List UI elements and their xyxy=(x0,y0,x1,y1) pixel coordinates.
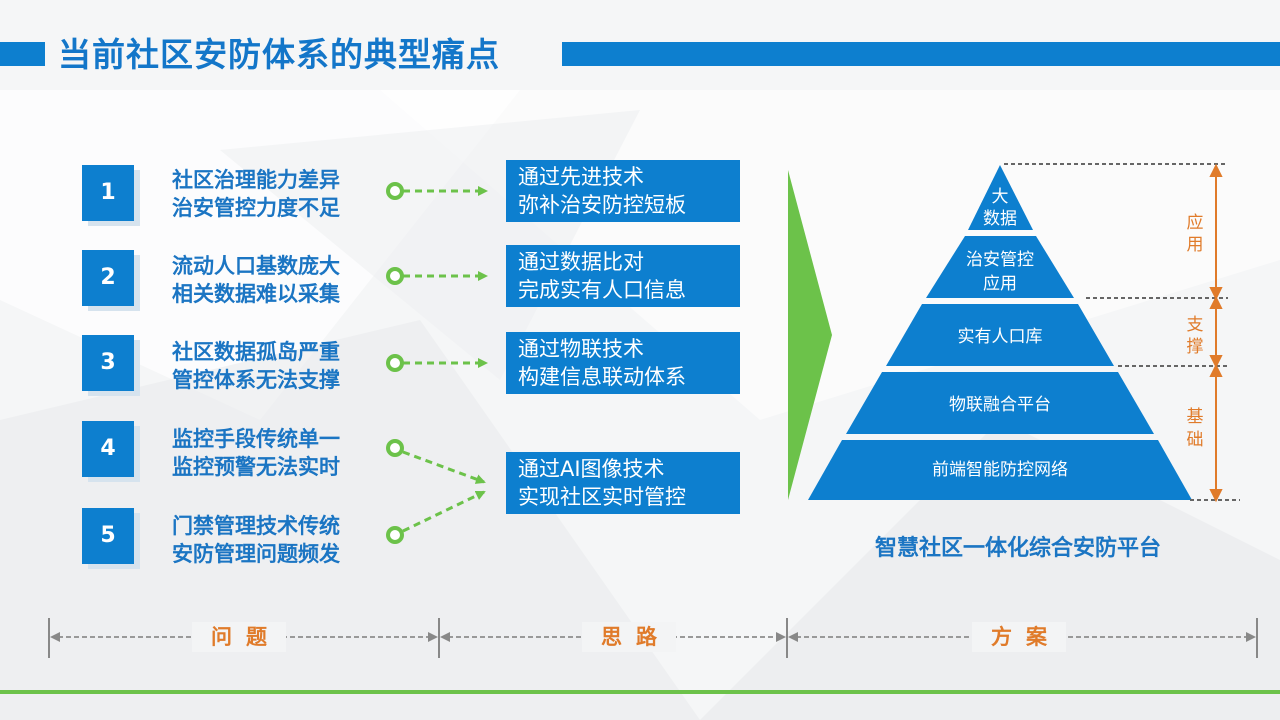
number-badge-3: 3 xyxy=(82,335,134,391)
green-chevron xyxy=(788,170,832,500)
level-3-label: 实有人口库 xyxy=(958,327,1043,347)
problem-5-line-2: 安防管理问题频发 xyxy=(172,542,340,566)
connector-5 xyxy=(386,490,486,544)
platform-title: 智慧社区一体化综合安防平台 xyxy=(874,536,1161,561)
bottom-label-idea: 思路 xyxy=(582,622,676,652)
problem-3-line-1: 社区数据孤岛严重 xyxy=(172,340,340,364)
title-accent-right xyxy=(562,42,1280,66)
idea-box-1: 通过先进技术 弥补治安防控短板 xyxy=(506,160,740,222)
idea-4-line-2: 实现社区实时管控 xyxy=(518,485,686,509)
idea-3-line-1: 通过物联技术 xyxy=(518,337,644,361)
side-label-support-2: 撑 xyxy=(1187,337,1204,357)
idea-2-line-1: 通过数据比对 xyxy=(518,250,644,274)
connector-1 xyxy=(386,182,488,200)
side-label-support-1: 支 xyxy=(1187,315,1204,335)
problem-4-line-1: 监控手段传统单一 xyxy=(172,427,340,451)
side-label-application-1: 应 xyxy=(1187,213,1204,233)
idea-box-2: 通过数据比对 完成实有人口信息 xyxy=(506,245,740,307)
idea-1-line-2: 弥补治安防控短板 xyxy=(518,193,686,217)
level-4-label: 物联融合平台 xyxy=(949,395,1051,415)
number-badge-4: 4 xyxy=(82,421,134,477)
bottom-label-problem: 问题 xyxy=(192,622,286,652)
level-2-label-b: 应用 xyxy=(983,274,1017,294)
level-2-label-a: 治安管控 xyxy=(966,250,1034,270)
problem-2-line-2: 相关数据难以采集 xyxy=(172,282,340,306)
connector-3 xyxy=(386,354,488,372)
idea-1-line-1: 通过先进技术 xyxy=(518,165,644,189)
title-accent-left xyxy=(0,42,45,66)
idea-2-line-2: 完成实有人口信息 xyxy=(518,278,686,302)
idea-box-4: 通过AI图像技术 实现社区实时管控 xyxy=(506,452,740,514)
pyramid-level-2: 治安管控 应用 xyxy=(926,236,1074,298)
problem-2: 流动人口基数庞大 相关数据难以采集 xyxy=(172,252,392,308)
pyramid-level-3: 实有人口库 xyxy=(886,304,1114,366)
range-arrows xyxy=(1209,163,1223,503)
number-badge-2: 2 xyxy=(82,250,134,306)
pyramid-level-1: 大 数据 xyxy=(968,165,1033,230)
problem-2-line-1: 流动人口基数庞大 xyxy=(172,254,340,278)
number-badge-5: 5 xyxy=(82,508,134,564)
problem-5: 门禁管理技术传统 安防管理问题频发 xyxy=(172,512,392,568)
problem-3: 社区数据孤岛严重 管控体系无法支撑 xyxy=(172,338,392,394)
connector-2 xyxy=(386,267,488,285)
page-title: 当前社区安防体系的典型痛点 xyxy=(58,35,500,74)
pyramid-level-5: 前端智能防控网络 xyxy=(808,440,1192,500)
problem-1-line-2: 治安管控力度不足 xyxy=(172,196,340,220)
level-1-label-a: 大 xyxy=(992,187,1009,207)
problem-1: 社区治理能力差异 治安管控力度不足 xyxy=(172,166,392,222)
bottom-label-solution: 方案 xyxy=(972,622,1066,652)
idea-4-line-1: 通过AI图像技术 xyxy=(518,457,665,481)
idea-box-3: 通过物联技术 构建信息联动体系 xyxy=(506,332,740,394)
idea-3-line-2: 构建信息联动体系 xyxy=(518,365,686,389)
level-5-label: 前端智能防控网络 xyxy=(932,460,1068,480)
side-label-application-2: 用 xyxy=(1187,235,1204,255)
problem-5-line-1: 门禁管理技术传统 xyxy=(172,514,340,538)
side-label-foundation-1: 基 xyxy=(1187,407,1204,427)
level-1-label-b: 数据 xyxy=(983,209,1017,229)
problem-1-line-1: 社区治理能力差异 xyxy=(172,168,340,192)
footer-green-line xyxy=(0,690,1280,694)
connector-4 xyxy=(386,439,486,484)
side-label-foundation-2: 础 xyxy=(1187,430,1204,450)
pyramid-level-4: 物联融合平台 xyxy=(846,372,1154,434)
problem-3-line-2: 管控体系无法支撑 xyxy=(172,368,340,392)
problem-4-line-2: 监控预警无法实时 xyxy=(172,455,340,479)
number-badge-1: 1 xyxy=(82,165,134,221)
problem-4: 监控手段传统单一 监控预警无法实时 xyxy=(172,425,392,481)
